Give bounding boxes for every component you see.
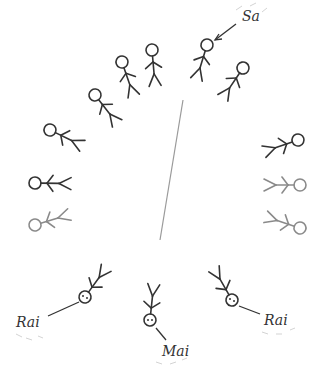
- scribble-shading: [16, 3, 295, 364]
- stick-figures: [29, 37, 306, 327]
- name-label: Mai: [160, 343, 191, 359]
- leader-lines: [48, 24, 260, 340]
- grey-stick-figures: [27, 177, 308, 237]
- center-line: [160, 100, 183, 240]
- name-label: Rai: [14, 314, 42, 330]
- name-label: Rai: [262, 312, 290, 328]
- name-label: Sa: [240, 8, 262, 24]
- face-eyes: [82, 295, 235, 321]
